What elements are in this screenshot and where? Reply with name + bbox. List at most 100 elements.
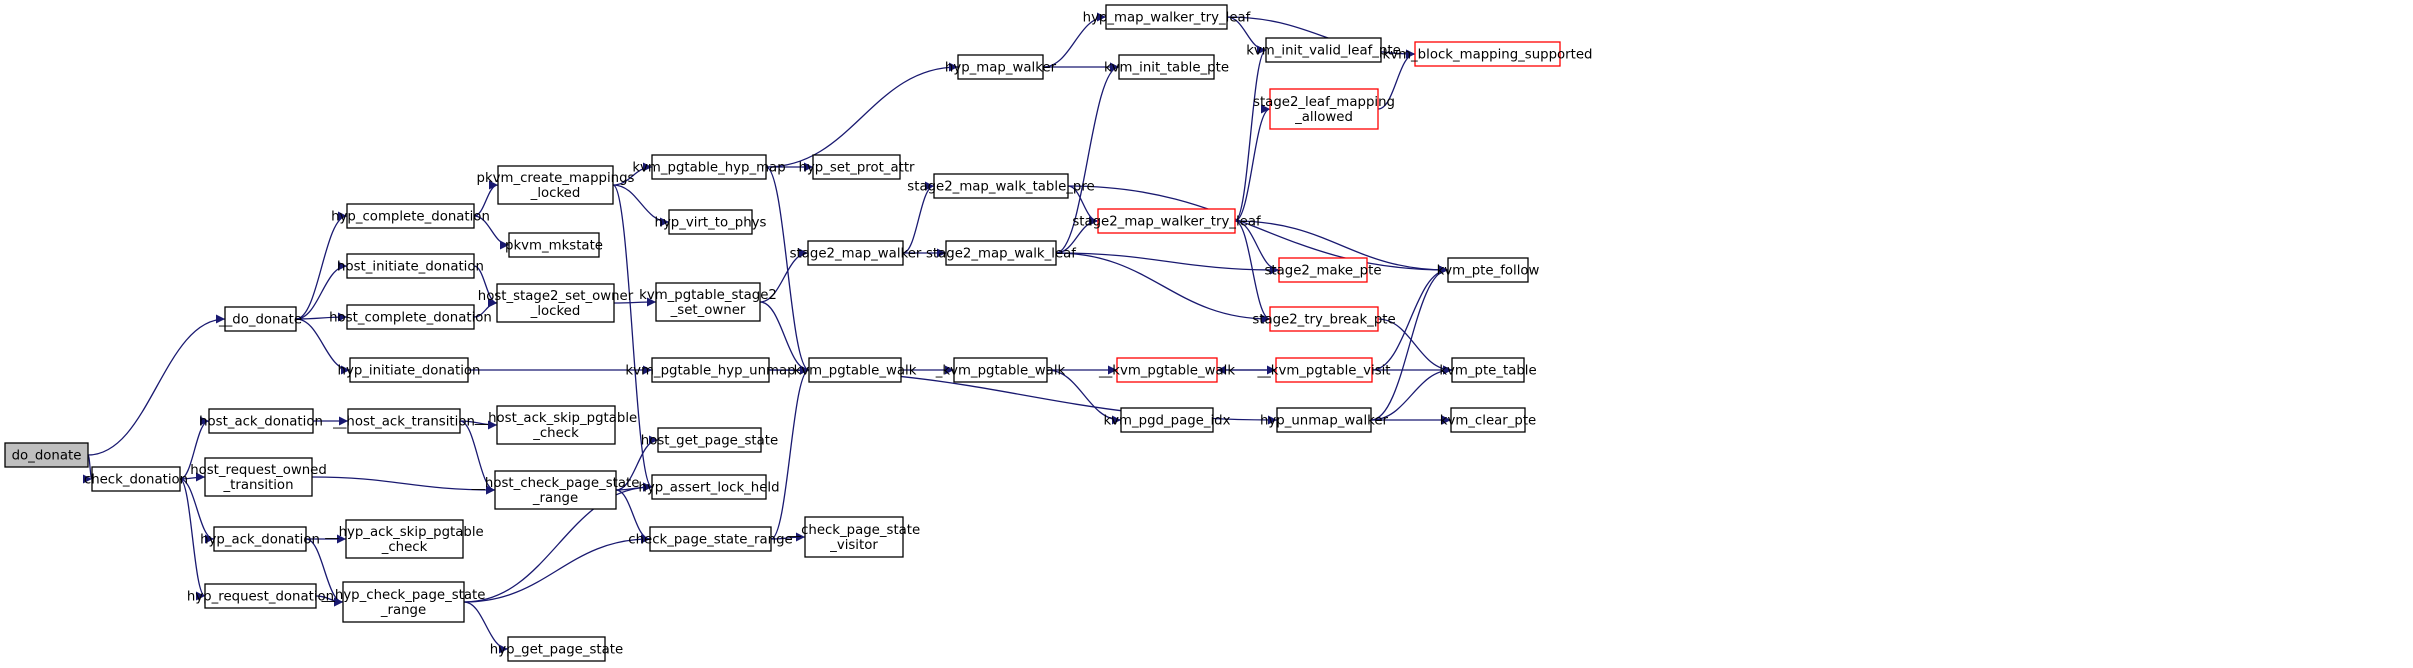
node-stage2_map_walk_table_pre[interactable]: stage2_map_walk_table_pre [907,173,1095,199]
node-do_donate[interactable]: do_donate [4,442,89,468]
node-box [1276,407,1372,433]
node-host_request_owned_transition[interactable]: host_request_owned_transition [190,457,327,497]
edge-arrow [770,365,810,540]
node-label: kvm_pgd_page_idx [1103,414,1230,429]
node-kvm_init_valid_leaf_pte[interactable]: kvm_init_valid_leaf_pte [1246,37,1401,63]
edge-arrow [473,215,510,250]
node-stage2_leaf_mapping_allowed[interactable]: stage2_leaf_mapping_allowed [1253,88,1395,130]
node-__check_page_state_visitor[interactable]: __check_page_state_visitor [787,516,920,558]
edge-stage2_map_walk_leaf-to-kvm_init_table_pte [1055,62,1120,254]
node-host_complete_donation[interactable]: host_complete_donation [329,304,492,330]
edge-check_page_state_range-to-__check_page_state_visitor [770,532,806,542]
edge-arrow [295,312,348,322]
node-kvm_pte_follow[interactable]: kvm_pte_follow [1437,257,1540,283]
node-pkvm_mkstate[interactable]: pkvm_mkstate [505,232,603,258]
edge-__do_donate-to-host_initiate_donation [295,261,348,320]
node-kvm_init_table_pte[interactable]: kvm_init_table_pte [1104,54,1229,80]
edge-arrow [1234,220,1271,324]
node-label: pkvm_mkstate [505,239,603,254]
edge-hyp_map_walker-to-hyp_map_walker_try_leaf [1042,12,1107,68]
node-hyp_get_page_state[interactable]: hyp_get_page_state [490,636,623,662]
edge-_kvm_pgtable_walk-to-kvm_pgd_page_idx [1046,369,1122,425]
edge-arrow [615,435,659,491]
node-kvm_pgtable_hyp_unmap[interactable]: kvm_pgtable_hyp_unmap [625,357,796,383]
node-hyp_map_walker[interactable]: hyp_map_walker [945,54,1057,80]
edge-arrow [463,534,651,603]
node-stage2_map_walker[interactable]: stage2_map_walker [790,240,922,266]
edge-__do_donate-to-host_complete_donation [295,312,348,322]
node-label: kvm_pte_follow [1437,264,1540,279]
node-hyp_unmap_walker[interactable]: hyp_unmap_walker [1260,407,1389,433]
node-hyp_initiate_donation[interactable]: hyp_initiate_donation [338,357,481,383]
node-host_initiate_donation[interactable]: host_initiate_donation [337,253,484,279]
node-kvm_clear_pte[interactable]: kvm_clear_pte [1440,407,1536,433]
edge-__do_donate-to-hyp_complete_donation [295,211,348,320]
node-stage2_try_break_pte[interactable]: stage2_try_break_pte [1252,306,1396,332]
node-kvm_pgtable_hyp_map[interactable]: kvm_pgtable_hyp_map [632,154,786,180]
node-label: host_ack_donation [199,415,323,430]
node-__host_ack_transition[interactable]: __host_ack_transition [332,408,475,434]
node-box [1414,41,1561,67]
node-hyp_map_walker_try_leaf[interactable]: hyp_map_walker_try_leaf [1083,4,1251,30]
node-hyp_ack_donation[interactable]: hyp_ack_donation [200,526,320,552]
node-_kvm_pgtable_walk[interactable]: _kvm_pgtable_walk [935,357,1066,383]
edge-pkvm_create_mappings_locked-to-hyp_virt_to_phys [612,184,670,227]
edge-pkvm_create_mappings_locked-to-hyp_assert_lock_held [612,184,653,492]
node-host_stage2_set_owner_locked[interactable]: host_stage2_set_owner_locked [478,283,634,323]
edge-hyp_unmap_walker-to-kvm_pte_follow [1370,265,1449,421]
node-label: hyp_set_prot_attr [798,161,915,176]
node-__do_donate[interactable]: __do_donate [218,306,302,332]
node-__kvm_pgtable_visit[interactable]: __kvm_pgtable_visit [1256,357,1391,383]
edge-__hyp_check_page_state_range-to-hyp_assert_lock_held [463,482,653,603]
node-box [1118,54,1215,80]
edge-hyp_unmap_walker-to-kvm_pte_table [1370,365,1453,421]
edge-stage2_map_walk_leaf-to-stage2_map_walker_try_leaf [1055,216,1099,254]
node-host_ack_donation[interactable]: host_ack_donation [199,408,323,434]
node-kvm_pgtable_stage2_set_owner[interactable]: kvm_pgtable_stage2_set_owner [639,282,777,322]
node-hyp_request_donation[interactable]: hyp_request_donation [187,583,334,609]
node-kvm_pgtable_walk[interactable]: kvm_pgtable_walk [794,357,917,383]
node-__kvm_pgtable_walk[interactable]: __kvm_pgtable_walk [1098,357,1235,383]
edge-stage2_leaf_mapping_allowed-to-kvm_block_mapping_supported [1377,49,1416,110]
edge-host_request_owned_transition-to-__host_check_page_state_range [311,476,496,495]
node-check_page_state_range[interactable]: check_page_state_range [628,526,793,552]
node-box [1451,357,1525,383]
edge-hyp_complete_donation-to-pkvm_mkstate [473,215,510,250]
edge-arrow [459,420,496,495]
node-label: __do_donate [218,313,302,328]
node-kvm_pte_table[interactable]: kvm_pte_table [1439,357,1537,383]
node-hyp_complete_donation[interactable]: hyp_complete_donation [331,203,490,229]
edge-arrow [765,62,959,168]
edge-stage2_map_walker_try_leaf-to-stage2_leaf_mapping_allowed [1234,104,1271,222]
node-hyp_assert_lock_held[interactable]: hyp_assert_lock_held [638,474,780,500]
node-kvm_pgd_page_idx[interactable]: kvm_pgd_page_idx [1103,407,1231,433]
node-box [347,408,461,434]
node-check_donation[interactable]: check_donation [84,466,188,492]
node-__hyp_check_page_state_range[interactable]: __hyp_check_page_state_range [321,581,486,623]
node-hyp_virt_to_phys[interactable]: hyp_virt_to_phys [655,209,767,235]
node-pkvm_create_mappings_locked[interactable]: pkvm_create_mappings_locked [477,165,635,205]
node-label: _check [381,540,428,555]
edge-arrow [770,532,806,542]
node-label: __check_page_state [787,523,920,538]
node-__hyp_ack_skip_pgtable_check[interactable]: __hyp_ack_skip_pgtable_check [324,519,484,559]
node-label: _transition [223,478,294,493]
node-stage2_map_walk_leaf[interactable]: stage2_map_walk_leaf [926,240,1076,266]
node-label: do_donate [12,449,82,464]
node-box [346,203,475,229]
edge-arrow [1055,252,1271,324]
node-kvm_block_mapping_supported[interactable]: kvm_block_mapping_supported [1383,41,1593,67]
node-host_get_page_state[interactable]: host_get_page_state [641,427,778,453]
node-__host_ack_skip_pgtable_check[interactable]: __host_ack_skip_pgtable_check [474,405,637,445]
edge-arrow [1055,252,1280,275]
node-__host_check_page_state_range[interactable]: __host_check_page_state_range [471,470,640,510]
node-stage2_map_walker_try_leaf[interactable]: stage2_map_walker_try_leaf [1072,208,1261,234]
node-stage2_make_pte[interactable]: stage2_make_pte [1264,257,1382,283]
edge-arrow [1234,45,1267,222]
node-label: _allowed [1294,110,1353,125]
edge-arrow [1067,185,1449,275]
node-hyp_set_prot_attr[interactable]: hyp_set_prot_attr [798,154,915,180]
node-label: kvm_pgtable_hyp_unmap [625,364,795,379]
node-box [1097,208,1236,234]
